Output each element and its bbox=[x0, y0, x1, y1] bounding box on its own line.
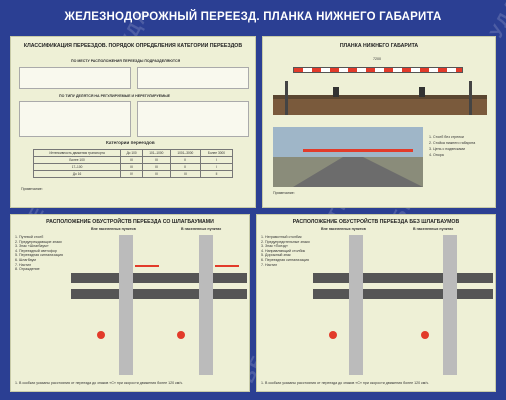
info-box bbox=[137, 101, 249, 137]
track-section-diagram bbox=[273, 81, 487, 115]
layout-diagram bbox=[313, 235, 493, 375]
table-header: Более 3000 bbox=[199, 149, 234, 157]
table-header: Интенсивность движения транспорта bbox=[32, 149, 122, 157]
layout-diagram bbox=[71, 235, 247, 375]
section-title: ПЛАНКА НИЖНЕГО ГАБАРИТА bbox=[339, 43, 419, 49]
legend-item: 4. Переездный светофор bbox=[15, 248, 57, 253]
legend-item: 5. Дорожный знак bbox=[261, 253, 291, 258]
legend-item: 6. Шлагбаум bbox=[15, 257, 36, 262]
gauge-legend-item: 4. Опора bbox=[429, 153, 444, 157]
with-barriers-panel: РАСПОЛОЖЕНИЕ ОБУСТРОЙСТВ ПЕРЕЕЗДА СО ШЛА… bbox=[10, 214, 250, 392]
classification-panel: КЛАССИФИКАЦИЯ ПЕРЕЕЗДОВ. ПОРЯДОК ОПРЕДЕЛ… bbox=[10, 36, 256, 208]
legend-item: 8. Ограждение bbox=[15, 267, 40, 272]
table-title: Категории переездов bbox=[106, 140, 155, 145]
gauge-legend-item: 3. Цепь с подвесками bbox=[429, 147, 466, 151]
legend-item: 3. Знак «Поезд» bbox=[261, 244, 288, 249]
section-title: РАСПОЛОЖЕНИЕ ОБУСТРОЙСТВ ПЕРЕЕЗДА СО ШЛА… bbox=[46, 219, 214, 225]
legend-item: 3. Знак «Шлагбаум» bbox=[15, 244, 49, 249]
crossing-photo bbox=[273, 127, 423, 187]
footnote: 1. В скобках указаны расстояния от перее… bbox=[261, 381, 430, 385]
section-title: КЛАССИФИКАЦИЯ ПЕРЕЕЗДОВ. ПОРЯДОК ОПРЕДЕЛ… bbox=[23, 43, 243, 49]
dimension-label: 7200 bbox=[373, 57, 381, 61]
without-barriers-panel: РАСПОЛОЖЕНИЕ ОБУСТРОЙСТВ ПЕРЕЕЗДА БЕЗ ШЛ… bbox=[256, 214, 496, 392]
poster-title: ЖЕЛЕЗНОДОРОЖНЫЙ ПЕРЕЕЗД. ПЛАНКА НИЖНЕГО … bbox=[64, 11, 442, 23]
table-header: 1001–3000 bbox=[169, 149, 201, 157]
track-label: В населенных пунктах bbox=[413, 227, 454, 231]
section-title: РАСПОЛОЖЕНИЕ ОБУСТРОЙСТВ ПЕРЕЕЗДА БЕЗ ШЛ… bbox=[292, 219, 460, 225]
footnote: 1. В скобках указаны расстояния от перее… bbox=[15, 381, 184, 385]
gauge-panel: ПЛАНКА НИЖНЕГО ГАБАРИТА 7200 1. Столб бе… bbox=[262, 36, 496, 208]
legend-item: 1. Путевой столб bbox=[15, 235, 44, 239]
info-box bbox=[19, 101, 131, 137]
legend-item: 4. Направляющий столбик bbox=[261, 248, 306, 253]
legend-item: 5. Переездная сигнализация bbox=[15, 253, 63, 258]
track-label: Вне населенных пунктов bbox=[91, 227, 136, 231]
categories-table: Интенсивность движения транспорта До 100… bbox=[32, 149, 234, 178]
legend-list: 1. Путевой столб 2. Предупреждающие знак… bbox=[15, 235, 71, 272]
notes-label: Примечание: bbox=[21, 187, 43, 191]
legend-item: 1. Неграмотный столбик bbox=[261, 235, 302, 239]
track-label: Вне населенных пунктов bbox=[321, 227, 366, 231]
subhead: ПО МЕСТУ РАСПОЛОЖЕНИЯ ПЕРЕЕЗДЫ ПОДРАЗДЕЛ… bbox=[71, 59, 181, 63]
legend-list: 1. Неграмотный столбик 2. Предупредитель… bbox=[261, 235, 313, 267]
subhead: ПО ТИПУ ДЕЛЯТСЯ НА РЕГУЛИРУЕМЫЕ И НЕРЕГУ… bbox=[59, 94, 171, 98]
gauge-bar bbox=[293, 67, 463, 73]
legend-item: 7. Настил bbox=[261, 262, 278, 267]
info-box bbox=[137, 67, 249, 89]
legend-item: 2. Предупредительные знаки bbox=[261, 239, 310, 244]
legend-item: 2. Предупреждающие знаки bbox=[15, 239, 62, 244]
gauge-legend-item: 2. Стойка нижнего габарита bbox=[429, 141, 476, 145]
gauge-legend-item: 1. Столб без стрелки bbox=[429, 135, 464, 139]
info-box bbox=[19, 67, 131, 89]
table-header: До 100 bbox=[120, 149, 143, 157]
table-header: 101–1000 bbox=[142, 149, 171, 157]
legend-item: 6. Переездная сигнализация bbox=[261, 257, 309, 262]
track-label: В населенных пунктах bbox=[181, 227, 222, 231]
legend-item: 7. Настил bbox=[15, 262, 32, 267]
notes-label: Примечание: bbox=[273, 191, 295, 195]
